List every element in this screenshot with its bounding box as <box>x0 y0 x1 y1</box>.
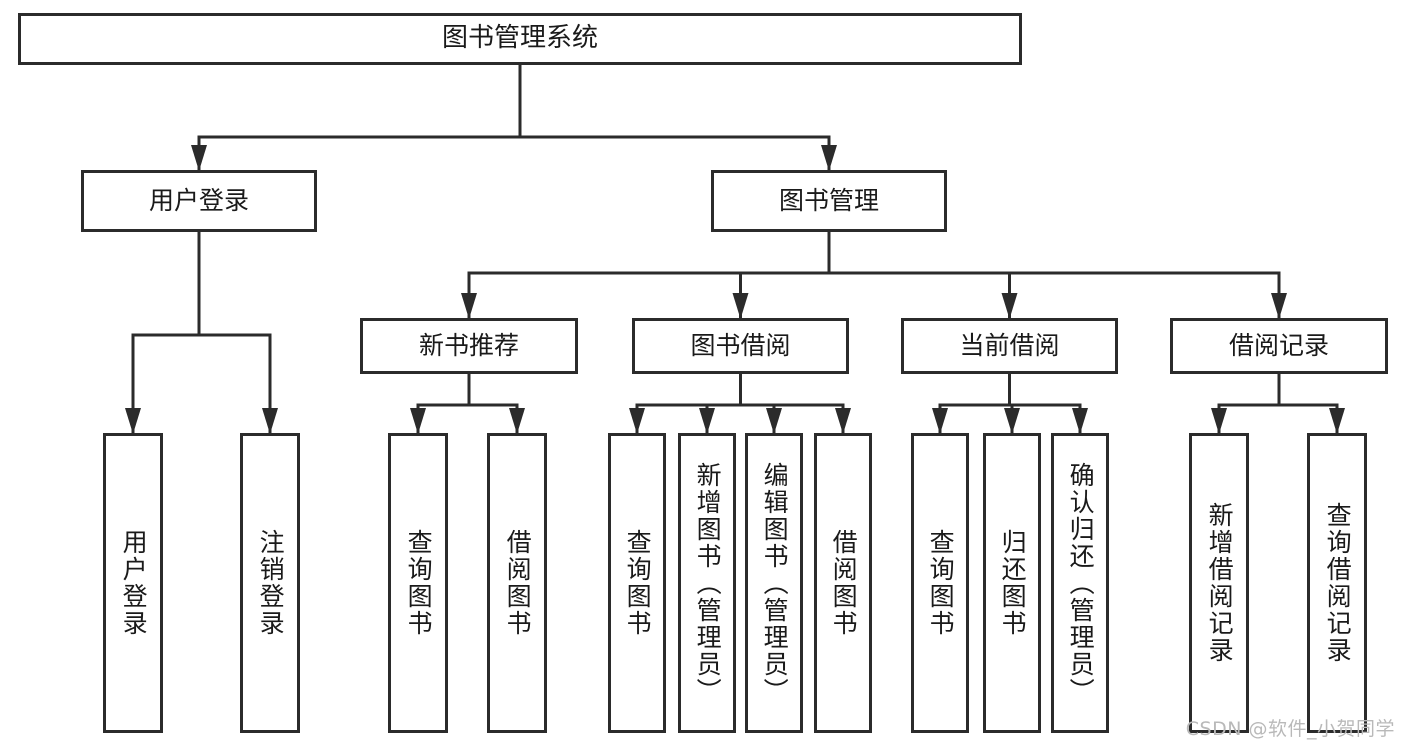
node-label: 当前借阅 <box>959 330 1060 360</box>
node-label: 借阅图书 <box>503 529 533 637</box>
node-records[interactable]: 借阅记录 <box>1170 318 1388 374</box>
node-leaf-add-book[interactable]: 新增图书（管理员） <box>678 433 736 733</box>
node-label: 用户登录 <box>148 185 249 215</box>
node-label: 用户登录 <box>119 529 149 637</box>
node-label: 确认归还（管理员） <box>1066 461 1096 705</box>
node-label: 查询图书 <box>623 529 653 637</box>
node-label: 新增图书（管理员） <box>693 461 723 705</box>
node-current[interactable]: 当前借阅 <box>901 318 1118 374</box>
node-label: 查询图书 <box>404 529 434 637</box>
node-leaf-query-book-1[interactable]: 查询图书 <box>388 433 448 733</box>
node-label: 注销登录 <box>256 529 286 637</box>
node-root[interactable]: 图书管理系统 <box>18 13 1022 65</box>
node-label: 归还图书 <box>998 529 1028 637</box>
node-label: 新书推荐 <box>418 330 519 360</box>
node-borrow[interactable]: 图书借阅 <box>632 318 849 374</box>
node-newbook[interactable]: 新书推荐 <box>360 318 578 374</box>
node-label: 借阅记录 <box>1228 330 1329 360</box>
node-label: 借阅图书 <box>829 529 859 637</box>
node-bookmgmt[interactable]: 图书管理 <box>711 170 947 232</box>
node-leaf-confirm-return[interactable]: 确认归还（管理员） <box>1051 433 1109 733</box>
node-leaf-add-record[interactable]: 新增借阅记录 <box>1189 433 1249 733</box>
node-login[interactable]: 用户登录 <box>81 170 317 232</box>
node-leaf-query-book-3[interactable]: 查询图书 <box>911 433 969 733</box>
node-label: 图书管理 <box>778 185 879 215</box>
csdn-watermark: CSDN @软件_小贺同学 <box>1185 718 1395 740</box>
node-leaf-query-record[interactable]: 查询借阅记录 <box>1307 433 1367 733</box>
node-label: 查询图书 <box>926 529 956 637</box>
node-label: 查询借阅记录 <box>1323 502 1353 664</box>
node-leaf-return-book[interactable]: 归还图书 <box>983 433 1041 733</box>
node-leaf-query-book-2[interactable]: 查询图书 <box>608 433 666 733</box>
node-label: 新增借阅记录 <box>1205 502 1235 664</box>
node-leaf-edit-book[interactable]: 编辑图书（管理员） <box>745 433 803 733</box>
node-leaf-borrow-book-1[interactable]: 借阅图书 <box>487 433 547 733</box>
node-label: 图书管理系统 <box>441 23 598 54</box>
node-leaf-borrow-book-2[interactable]: 借阅图书 <box>814 433 872 733</box>
node-label: 图书借阅 <box>690 330 791 360</box>
node-label: 编辑图书（管理员） <box>760 461 790 705</box>
node-leaf-user-login[interactable]: 用户登录 <box>103 433 163 733</box>
node-leaf-logout[interactable]: 注销登录 <box>240 433 300 733</box>
